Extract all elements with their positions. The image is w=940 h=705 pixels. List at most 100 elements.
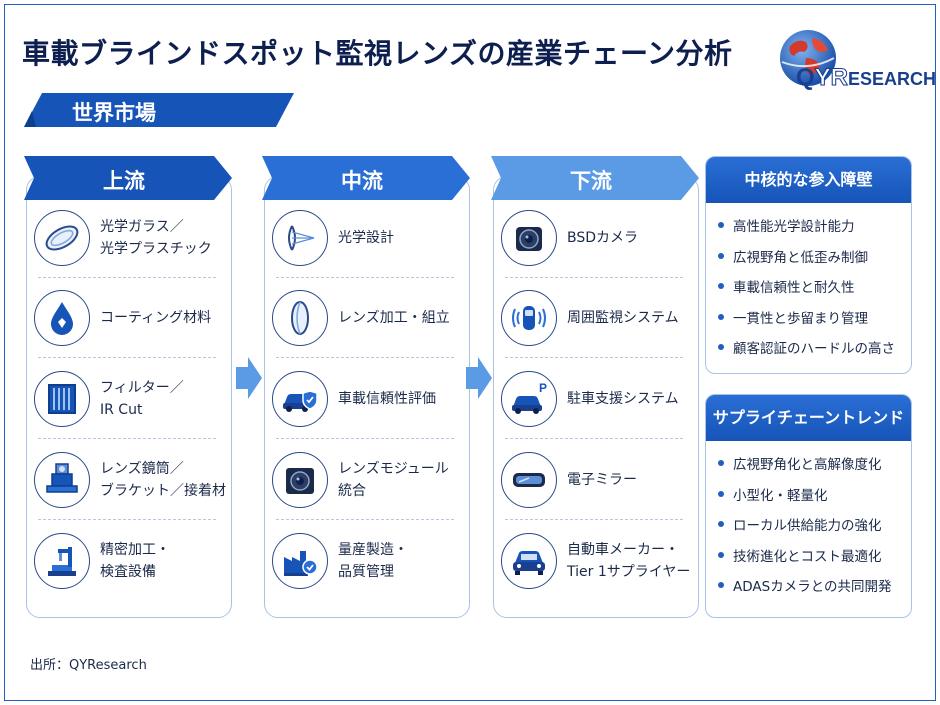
- midstream-column: 中流 光学設計レンズ加工・組立車載信頼性評価レンズモジュール統合量産製造・品質管…: [262, 156, 472, 618]
- lens-module-icon: [272, 452, 328, 508]
- column-label: 下流: [570, 169, 612, 193]
- item-separator: [505, 277, 683, 278]
- svg-text:P: P: [539, 381, 547, 395]
- panel-item-text: 広視野角化と高解像度化: [733, 457, 882, 473]
- bullet-icon: [718, 222, 724, 228]
- chain-item-line: 車載信頼性評価: [338, 391, 436, 407]
- chain-item-label: 自動車メーカー・Tier 1サプライヤー: [567, 539, 695, 583]
- chain-item-line: BSDカメラ: [567, 230, 639, 246]
- panel-title: サプライチェーントレンド: [706, 395, 911, 441]
- panel-item-text: 技術進化とコスト最適化: [733, 548, 882, 565]
- chain-item-label: 駐車支援システム: [567, 388, 695, 410]
- item-separator: [276, 277, 454, 278]
- trends-list: 広視野角化と高解像度化小型化・軽量化ローカル供給能力の強化技術進化とコスト最適化…: [706, 441, 911, 603]
- chain-item-label: 光学設計: [338, 227, 466, 249]
- bullet-icon: [718, 521, 724, 527]
- chain-item-line: 駐車支援システム: [567, 391, 679, 407]
- market-banner: 世界市場: [24, 93, 294, 127]
- chain-item: フィルター／IR Cut: [34, 369, 224, 431]
- chain-item-line: ブラケット／接着材: [100, 483, 226, 499]
- panel-item-text: 顧客認証のハードルの高さ: [733, 341, 895, 357]
- chain-item-line: 電子ミラー: [567, 472, 637, 488]
- panel-list-item: 広視野角化と高解像度化: [718, 450, 911, 481]
- panel-item-text: 一貫性と歩留まり管理: [733, 310, 868, 327]
- chain-item-line: 周囲監視システム: [567, 310, 679, 326]
- item-separator: [276, 519, 454, 520]
- chain-item: 光学ガラス／光学プラスチック: [34, 208, 224, 270]
- chain-item-label: フィルター／IR Cut: [100, 377, 228, 421]
- chain-item: コーティング材料: [34, 288, 224, 350]
- panel-item-text: 車載信頼性と耐久性: [733, 280, 855, 296]
- optical-glass-icon: [34, 210, 90, 266]
- chain-item-line: Tier 1サプライヤー: [567, 564, 691, 580]
- electronic-mirror-icon: [501, 452, 557, 508]
- panel-item-text: ローカル供給能力の強化: [733, 518, 882, 534]
- panel-item-text: 高性能光学設計能力: [733, 219, 855, 235]
- factory-quality-icon: [272, 533, 328, 589]
- filter-icon: [34, 371, 90, 427]
- panel-list-item: 車載信頼性と耐久性: [718, 273, 911, 304]
- downstream-column: 下流 BSDカメラ周囲監視システム P 駐車支援システム電子ミラー自動車メーカー・T…: [491, 156, 701, 618]
- item-separator: [505, 357, 683, 358]
- chain-item: 自動車メーカー・Tier 1サプライヤー: [501, 531, 691, 593]
- surround-monitor-icon: [501, 290, 557, 346]
- chain-item-line: 検査設備: [100, 564, 156, 580]
- bullet-icon: [718, 460, 724, 466]
- chain-item: BSDカメラ: [501, 208, 691, 270]
- bullet-icon: [718, 490, 724, 497]
- bullet-icon: [718, 313, 724, 320]
- chain-item-label: 精密加工・検査設備: [100, 539, 228, 583]
- panel-list-item: ローカル供給能力の強化: [718, 511, 911, 542]
- flow-arrow-icon: [236, 357, 262, 399]
- market-label: 世界市場: [72, 101, 156, 125]
- bullet-icon: [718, 344, 724, 350]
- item-separator: [276, 357, 454, 358]
- page-frame: [4, 4, 936, 701]
- chain-item: P 駐車支援システム: [501, 369, 691, 431]
- item-separator: [38, 519, 216, 520]
- chain-item-label: レンズ加工・組立: [338, 307, 466, 329]
- chain-item-line: 光学プラスチック: [100, 241, 212, 257]
- chain-item: レンズモジュール統合: [272, 450, 462, 512]
- downstream-header: 下流: [491, 156, 701, 200]
- item-separator: [38, 277, 216, 278]
- item-separator: [38, 357, 216, 358]
- qyresearch-logo: QYRESEARCH: [776, 28, 936, 96]
- panel-item-text: 広視野角と低歪み制御: [733, 249, 868, 266]
- chain-item-line: 品質管理: [338, 564, 394, 580]
- chain-item: レンズ鏡筒／ ブラケット／接着材: [34, 450, 226, 512]
- chain-item-label: BSDカメラ: [567, 227, 695, 249]
- panel-list-item: 広視野角と低歪み制御: [718, 243, 911, 274]
- chain-item-label: 周囲監視システム: [567, 307, 695, 329]
- chain-item-line: 光学設計: [338, 230, 394, 246]
- panel-list-item: 顧客認証のハードルの高さ: [718, 334, 911, 365]
- item-separator: [38, 438, 216, 439]
- chain-item-label: レンズモジュール統合: [338, 458, 466, 502]
- item-separator: [276, 438, 454, 439]
- panel-list-item: 高性能光学設計能力: [718, 212, 911, 243]
- chain-item: 光学設計: [272, 208, 462, 270]
- item-separator: [505, 438, 683, 439]
- column-label: 中流: [341, 169, 383, 193]
- chain-item-line: レンズ鏡筒／: [100, 461, 184, 477]
- flow-arrow-icon: [466, 357, 492, 399]
- chain-item-line: レンズ加工・組立: [338, 310, 450, 326]
- chain-item: 精密加工・検査設備: [34, 531, 224, 593]
- precision-machine-icon: [34, 533, 90, 589]
- panel-list-item: 小型化・軽量化: [718, 481, 911, 512]
- upstream-header: 上流: [24, 156, 234, 200]
- chain-item-label: コーティング材料: [100, 307, 228, 329]
- bullet-icon: [718, 582, 724, 588]
- chain-item: 周囲監視システム: [501, 288, 691, 350]
- optical-design-icon: [272, 210, 328, 266]
- chain-item-label: 量産製造・品質管理: [338, 539, 466, 583]
- chain-item-label: 車載信頼性評価: [338, 388, 466, 410]
- panel-title: 中核的な参入障壁: [706, 157, 911, 203]
- chain-item-label: レンズ鏡筒／ ブラケット／接着材: [100, 458, 228, 502]
- lens-barrel-icon: [34, 452, 90, 508]
- lens-processing-icon: [272, 290, 328, 346]
- chain-item-line: IR Cut: [100, 402, 143, 418]
- chain-item-line: 精密加工・: [100, 542, 170, 558]
- chain-item-line: レンズモジュール: [338, 461, 449, 477]
